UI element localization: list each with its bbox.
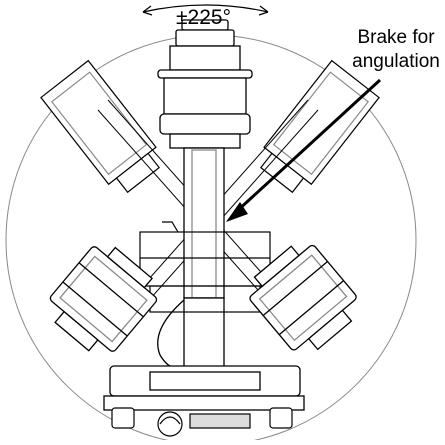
wheels: [111, 407, 293, 437]
upper-left-detector: [40, 59, 160, 194]
brake-callout-arrow: [226, 78, 382, 222]
base-chassis: [103, 365, 305, 411]
brake-callout-label: Brake for angulation: [340, 26, 445, 74]
brake-callout-line2: angulation: [352, 51, 440, 72]
lower-right-tube: [249, 244, 357, 351]
rotation-arrow: [142, 4, 269, 16]
brake-callout-line1: Brake for: [357, 27, 435, 48]
rotation-angle-label: ±225°: [176, 6, 231, 29]
image-intensifier-top: [157, 19, 253, 149]
c-arm-column: [183, 147, 225, 369]
lower-left-tube: [49, 246, 158, 352]
cable: [157, 299, 185, 370]
